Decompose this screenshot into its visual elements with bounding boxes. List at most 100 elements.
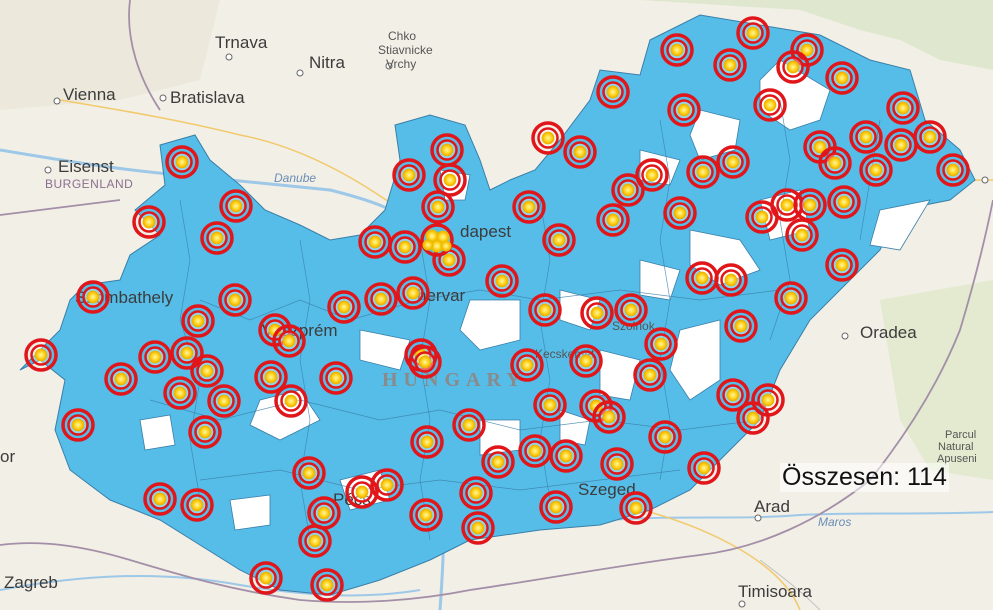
target-marker-icon[interactable]	[596, 203, 630, 237]
target-marker-icon[interactable]	[485, 264, 519, 298]
target-marker-icon[interactable]	[685, 261, 719, 295]
target-marker-icon[interactable]	[327, 290, 361, 324]
target-marker-icon[interactable]	[132, 205, 166, 239]
target-marker-icon[interactable]	[408, 345, 442, 379]
cluster-marker-icon[interactable]	[420, 223, 454, 257]
target-marker-icon[interactable]	[254, 360, 288, 394]
target-marker-icon[interactable]	[310, 568, 344, 602]
target-marker-icon[interactable]	[531, 121, 565, 155]
target-marker-icon[interactable]	[481, 445, 515, 479]
target-marker-icon[interactable]	[825, 61, 859, 95]
target-marker-icon[interactable]	[518, 434, 552, 468]
target-marker-icon[interactable]	[635, 158, 669, 192]
target-marker-icon[interactable]	[751, 383, 785, 417]
target-marker-icon[interactable]	[76, 280, 110, 314]
target-marker-icon[interactable]	[614, 293, 648, 327]
target-marker-icon[interactable]	[104, 362, 138, 396]
target-marker-icon[interactable]	[825, 248, 859, 282]
target-marker-icon[interactable]	[716, 145, 750, 179]
target-marker-icon[interactable]	[619, 491, 653, 525]
target-marker-icon[interactable]	[138, 340, 172, 374]
target-marker-icon[interactable]	[165, 145, 199, 179]
target-marker-icon[interactable]	[409, 498, 443, 532]
target-marker-icon[interactable]	[180, 488, 214, 522]
target-marker-icon[interactable]	[61, 408, 95, 442]
target-marker-icon[interactable]	[542, 223, 576, 257]
target-marker-icon[interactable]	[218, 283, 252, 317]
target-marker-icon[interactable]	[392, 158, 426, 192]
target-marker-icon[interactable]	[569, 344, 603, 378]
target-marker-icon[interactable]	[200, 221, 234, 255]
target-marker-icon[interactable]	[686, 155, 720, 189]
target-marker-icon[interactable]	[687, 451, 721, 485]
target-marker-icon[interactable]	[886, 91, 920, 125]
target-marker-icon[interactable]	[596, 75, 630, 109]
target-marker-icon[interactable]	[528, 293, 562, 327]
target-marker-icon[interactable]	[663, 196, 697, 230]
target-marker-icon[interactable]	[410, 425, 444, 459]
target-marker-icon[interactable]	[370, 468, 404, 502]
target-marker-icon[interactable]	[849, 120, 883, 154]
target-marker-icon[interactable]	[188, 415, 222, 449]
target-marker-icon[interactable]	[433, 163, 467, 197]
target-marker-icon[interactable]	[421, 190, 455, 224]
target-marker-icon[interactable]	[388, 230, 422, 264]
target-marker-icon[interactable]	[818, 146, 852, 180]
target-marker-icon[interactable]	[859, 153, 893, 187]
target-marker-icon[interactable]	[396, 276, 430, 310]
target-marker-icon[interactable]	[549, 439, 583, 473]
target-marker-icon[interactable]	[644, 327, 678, 361]
target-marker-icon[interactable]	[181, 304, 215, 338]
target-marker-icon[interactable]	[345, 475, 379, 509]
target-marker-icon[interactable]	[539, 490, 573, 524]
target-marker-icon[interactable]	[667, 93, 701, 127]
target-marker-icon[interactable]	[714, 263, 748, 297]
target-marker-icon[interactable]	[307, 496, 341, 530]
target-marker-icon[interactable]	[633, 358, 667, 392]
target-marker-icon[interactable]	[785, 218, 819, 252]
target-marker-icon[interactable]	[611, 173, 645, 207]
target-marker-icon[interactable]	[512, 190, 546, 224]
target-marker-icon[interactable]	[793, 188, 827, 222]
target-marker-icon[interactable]	[452, 408, 486, 442]
target-marker-icon[interactable]	[298, 524, 332, 558]
target-marker-icon[interactable]	[24, 338, 58, 372]
target-marker-icon[interactable]	[533, 388, 567, 422]
target-marker-icon[interactable]	[592, 400, 626, 434]
target-marker-icon[interactable]	[776, 50, 810, 84]
target-marker-icon[interactable]	[600, 447, 634, 481]
target-marker-icon[interactable]	[660, 33, 694, 67]
target-marker-icon[interactable]	[648, 420, 682, 454]
target-marker-icon[interactable]	[913, 120, 947, 154]
target-marker-icon[interactable]	[430, 133, 464, 167]
target-marker-icon[interactable]	[713, 48, 747, 82]
target-marker-icon[interactable]	[358, 225, 392, 259]
target-marker-icon[interactable]	[827, 185, 861, 219]
target-marker-icon[interactable]	[364, 282, 398, 316]
target-marker-icon[interactable]	[163, 376, 197, 410]
target-marker-icon[interactable]	[459, 476, 493, 510]
target-marker-icon[interactable]	[272, 324, 306, 358]
target-marker-icon[interactable]	[143, 482, 177, 516]
target-marker-icon[interactable]	[292, 456, 326, 490]
target-marker-icon[interactable]	[319, 361, 353, 395]
target-marker-icon[interactable]	[563, 135, 597, 169]
target-marker-icon[interactable]	[274, 384, 308, 418]
target-marker-icon[interactable]	[716, 378, 750, 412]
target-marker-icon[interactable]	[170, 336, 204, 370]
target-marker-icon[interactable]	[219, 189, 253, 223]
target-marker-icon[interactable]	[190, 354, 224, 388]
marker-layer[interactable]	[24, 16, 970, 602]
target-marker-icon[interactable]	[461, 511, 495, 545]
target-marker-icon[interactable]	[580, 296, 614, 330]
target-marker-icon[interactable]	[753, 88, 787, 122]
target-marker-icon[interactable]	[249, 561, 283, 595]
target-marker-icon[interactable]	[510, 348, 544, 382]
target-marker-icon[interactable]	[736, 16, 770, 50]
target-marker-icon[interactable]	[774, 281, 808, 315]
target-marker-icon[interactable]	[884, 128, 918, 162]
target-marker-icon[interactable]	[207, 384, 241, 418]
target-marker-icon[interactable]	[936, 153, 970, 187]
